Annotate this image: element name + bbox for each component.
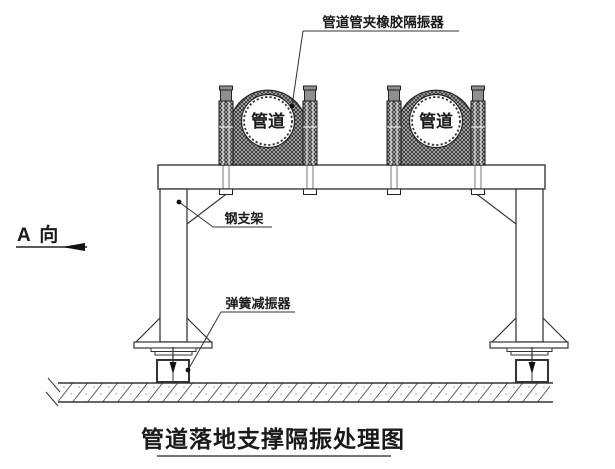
top-beam [157,164,546,190]
floor-hatch [58,383,550,402]
bolt-shafts-left [222,165,314,189]
bolt-nut-left [219,188,233,195]
right-gusset [542,317,568,343]
load-arrow-right-head [528,362,536,374]
right-mount-plate [510,351,549,356]
load-arrow-left-head [169,362,177,374]
view-a-marker: A 向 [16,223,87,251]
view-a-arrow-head [62,243,85,251]
drawing-title-block: 管道落地支撑隔振处理图 [141,426,405,457]
spring-damper-callout: 弹簧减振器 [185,296,295,373]
bolt-nut-right [471,188,485,195]
clamp-bolt-strip [218,100,234,166]
left-column [159,188,188,343]
leader-dot [176,199,182,205]
steel-frame-label: 钢支架 [224,211,263,226]
steel-frame-leader-line [178,201,214,228]
bolt-shafts-right [390,165,482,189]
clamp-isolator-label: 管道管夹橡胶隔振器 [322,14,444,30]
floor-break-mark [47,377,61,393]
bolt-nut-left [303,188,317,195]
pipe-label-left: 管道 [251,111,285,131]
drawing-title: 管道落地支撑隔振处理图 [141,426,405,452]
view-a-label: A 向 [17,223,60,246]
bolt-heads-right [387,85,485,102]
spring-damper-label: 弹簧减振器 [225,296,291,311]
leader-dot [289,103,295,109]
right-mount-plate [506,347,553,352]
pipe-circle-left [240,93,296,149]
right-base-plate [489,341,569,349]
pipe-circle-right [408,93,464,149]
spring-damper-leader-line [187,311,222,371]
leader-dot [185,367,191,373]
rubber-liner-left [243,96,293,146]
clamp-isolator-leader-line [291,30,304,107]
clamp-bolt-strip [386,100,402,166]
pipe-clamp-left: 管道 [218,85,318,195]
clamp-bolt-strip [470,100,486,166]
clamp-isolator-callout: 管道管夹橡胶隔振器 [289,14,459,109]
left-foot-assembly [133,317,213,383]
right-gusset [491,317,517,343]
steel-frame-callout: 钢支架 [176,199,272,228]
right-foot-assembly [489,317,569,383]
clamp-bolt-strip [302,100,318,166]
floor-ground [45,377,553,407]
rubber-liner-right [411,96,461,146]
left-gusset [186,317,212,343]
bolt-heads-left [219,85,317,102]
right-column [515,188,544,343]
steel-frame [157,164,546,343]
pipe-clamp-right: 管道 [386,85,486,195]
pipe-label-right: 管道 [419,111,453,131]
floor-break-mark [45,391,59,407]
bolt-nut-right [387,188,401,195]
left-gusset [135,317,161,343]
